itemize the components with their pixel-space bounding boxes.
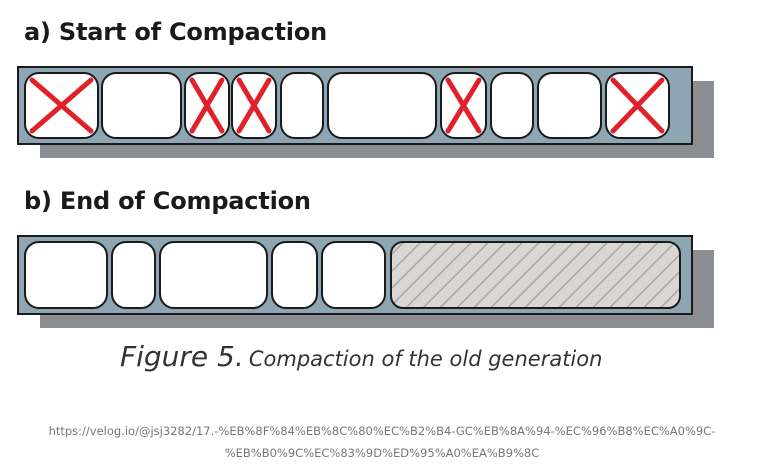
source-url[interactable]: https://velog.io/@jsj3282/17.-%EB%8F%84%… bbox=[0, 420, 764, 464]
live-object-cell bbox=[24, 241, 108, 309]
figure-label: Figure 5. bbox=[120, 340, 244, 373]
live-object-cell bbox=[490, 72, 534, 139]
free-space-block bbox=[390, 241, 681, 309]
live-object-cell bbox=[537, 72, 602, 139]
memory-bar-start bbox=[17, 66, 714, 158]
source-url-line-2[interactable]: %EB%B0%9C%EC%83%9D%ED%95%A0%EA%B9%8C bbox=[224, 446, 540, 460]
figure-caption: Figure 5. Compaction of the old generati… bbox=[120, 340, 680, 373]
live-object-cell bbox=[271, 241, 318, 309]
cross-mark-icon bbox=[445, 77, 482, 134]
cross-mark-icon bbox=[610, 77, 665, 134]
live-object-cell bbox=[280, 72, 324, 139]
live-object-cell bbox=[159, 241, 268, 309]
live-object-cell bbox=[111, 241, 156, 309]
heading-end-of-compaction: b) End of Compaction bbox=[24, 187, 311, 215]
live-object-cell bbox=[101, 72, 182, 139]
figure-caption-text: Compaction of the old generation bbox=[248, 347, 603, 371]
cross-mark-icon bbox=[29, 77, 94, 134]
cross-mark-icon bbox=[189, 77, 225, 134]
live-object-cell bbox=[327, 72, 437, 139]
live-object-cell bbox=[321, 241, 386, 309]
source-url-line-1[interactable]: https://velog.io/@jsj3282/17.-%EB%8F%84%… bbox=[48, 424, 716, 438]
memory-bar-end bbox=[17, 235, 714, 328]
cross-mark-icon bbox=[236, 77, 272, 134]
heading-start-of-compaction: a) Start of Compaction bbox=[24, 18, 328, 46]
